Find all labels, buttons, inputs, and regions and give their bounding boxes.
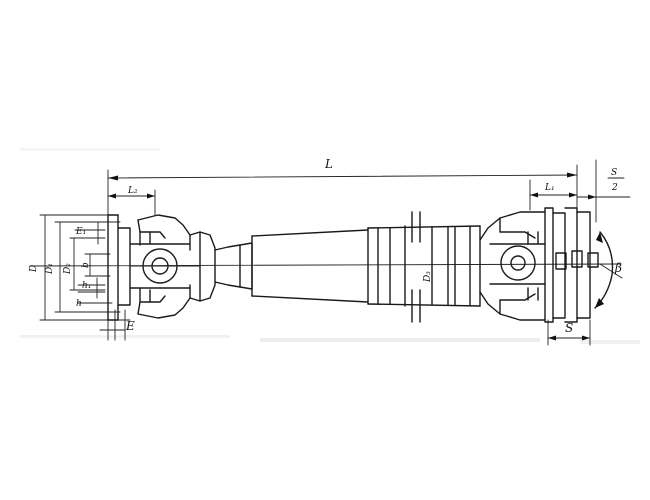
dimension-L [107,164,578,341]
label-b: b [81,262,91,268]
label-L2: L₂ [127,186,138,196]
label-S-half-denominator: 2 [611,183,618,193]
label-S: S [565,321,573,335]
left-dimensions [39,214,131,341]
right-yoke [479,211,546,321]
dimension-L1 [529,179,578,211]
label-h1: h₁ [82,281,91,291]
spline-section [367,211,481,323]
label-beta: β [614,261,622,275]
label-h: h [76,299,82,309]
dimension-L2 [107,189,156,216]
label-E1: E₁ [75,227,86,237]
shaft-tube [29,229,621,303]
labels: L L₂ L₁ S 2 S β D D₁ D₂ D₃ E₁ b h₁ h E [29,157,622,335]
label-D: D [29,265,39,273]
left-flange-yoke [107,214,216,321]
label-D1: D₁ [45,263,55,275]
right-flange [544,207,623,346]
label-L1: L₁ [544,183,555,193]
label-S-half-numerator: S [611,168,617,178]
label-E: E [125,319,135,333]
label-D3: D₃ [423,271,433,283]
dimension-S-half [576,159,631,223]
label-D2: D₂ [63,263,73,275]
label-L: L [324,157,333,171]
